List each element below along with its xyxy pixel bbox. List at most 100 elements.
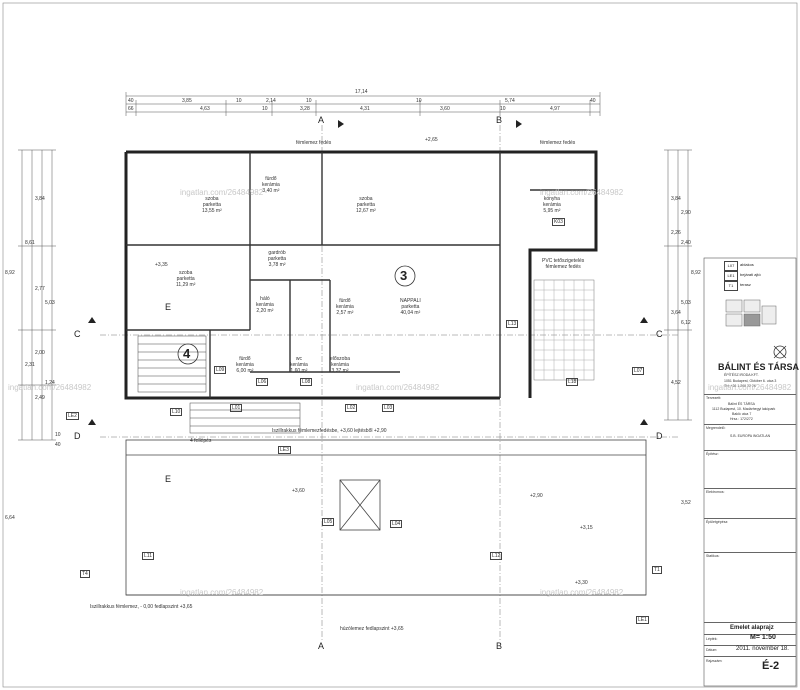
top-dimension-lines	[125, 92, 601, 116]
level-e: +2,65	[425, 137, 438, 143]
left-dim-8: 1,24	[45, 380, 55, 386]
scale-value: M= 1:50	[750, 634, 776, 641]
tag-l02: L02	[345, 404, 358, 412]
electrical-heading: Elektromos:	[706, 490, 725, 494]
top-dim-13: 4,31	[360, 106, 370, 112]
right-dim-9: 8,92	[691, 270, 701, 276]
project-address: 1112 Budapest, 10. Madárhegyi lakópark	[712, 407, 776, 411]
top-dim-5: 10	[306, 98, 312, 104]
axis-label-b-top: B	[496, 115, 503, 125]
right-dim-1: 3,84	[671, 196, 681, 202]
axis-label-e-2: E	[165, 474, 172, 484]
mass-note: húzólemez fedlapszint +3,65	[340, 626, 404, 632]
axis-label-a-bottom: A	[318, 641, 325, 651]
axis-label-b-bottom: B	[496, 641, 503, 651]
entrance-steps	[189, 402, 301, 434]
top-dim-6: 10	[416, 98, 422, 104]
designer-heading: Építész:	[706, 452, 719, 456]
left-dim-3: 3,84	[35, 196, 45, 202]
steps-label: 4 fellépés	[190, 438, 212, 444]
right-dim-6: 4,52	[671, 380, 681, 386]
left-dim-12: 40	[55, 442, 61, 448]
watermark-3: ingatlan.com/26484982	[8, 383, 92, 392]
key-plan	[725, 299, 777, 327]
roof-cover-label-1: fémlemez fedés	[296, 140, 332, 146]
zone-number-4: 4	[183, 346, 191, 361]
firm-address-1: 1051 Budapest, Október 6. utca 3	[724, 379, 777, 383]
roof-note-2: Iszillrakkus fémlemez, - 0,00 fedlapszin…	[90, 604, 193, 610]
top-dim-9: 66	[128, 106, 134, 112]
right-dim-3: 5,03	[681, 300, 691, 306]
firm-name: BÁLINT ÉS TÁRSA	[718, 362, 799, 372]
legend-text-le1: bejárati ajtó	[740, 272, 761, 277]
top-dim-10: 4,63	[200, 106, 210, 112]
right-dimension-lines	[664, 149, 692, 421]
top-dim-16: 4,97	[550, 106, 560, 112]
level-f: +3,15	[580, 525, 593, 531]
right-dim-2: 2,90	[681, 210, 691, 216]
owner-heading: Megrendelő:	[706, 426, 726, 430]
tag-l10: L10	[170, 408, 183, 416]
watermark-6: ingatlan.com/26484982	[180, 588, 264, 597]
tag-t1: T1	[652, 566, 662, 574]
scale-label: Lépték:	[706, 637, 718, 641]
tag-le3: LE3	[278, 446, 291, 454]
tb-divider-5	[704, 518, 796, 519]
top-dim-3: 10	[236, 98, 242, 104]
right-dim-8: 2,40	[681, 240, 691, 246]
tag-l01: L01	[230, 404, 243, 412]
exterior-walls	[124, 150, 598, 400]
top-dim-7: 5,74	[505, 98, 515, 104]
left-dim-11: 10	[55, 432, 61, 438]
tag-l09: L09	[214, 366, 227, 374]
top-dim-11: 10	[262, 106, 268, 112]
zone-number-3: 3	[400, 268, 408, 283]
tag-t4: T4	[80, 570, 90, 578]
drawing-title: Emelet alaprajz	[730, 625, 774, 631]
project-name: Bálint ÉS TÁRSA	[728, 402, 755, 406]
stair	[137, 335, 207, 393]
legend-text-l07: ablakos	[740, 262, 754, 267]
tag-l04: L04	[390, 520, 403, 528]
axis-label-c-right: C	[656, 329, 663, 339]
tag-l03: L03	[382, 404, 395, 412]
top-dim-15: 10	[500, 106, 506, 112]
legend-code-t1: T1	[724, 281, 738, 291]
left-dim-7: 2,00	[35, 350, 45, 356]
level-a: +3,60	[292, 488, 305, 494]
top-dim-12: 3,28	[300, 106, 310, 112]
date-label: Dátum:	[706, 648, 718, 652]
level-d: +3,30	[575, 580, 588, 586]
right-dim-10: 3,52	[681, 500, 691, 506]
tb-divider-10	[704, 656, 796, 657]
axis-label-d-left: D	[74, 431, 81, 441]
zone-circle-4	[177, 343, 199, 365]
date-value: 2011. november 18.	[736, 646, 789, 652]
interior-walls	[126, 152, 596, 398]
tb-divider-9	[704, 645, 796, 646]
structural-heading: Statikus:	[706, 554, 720, 558]
tb-divider-8	[704, 634, 796, 635]
tb-divider-3	[704, 450, 796, 451]
tag-l13: L13	[506, 320, 519, 328]
top-dim-1: 40	[128, 98, 134, 104]
project-hrsz: Hrsz.: 172/272	[730, 417, 753, 421]
tb-divider-6	[704, 552, 796, 553]
tb-divider-1	[704, 394, 796, 395]
left-dim-9: 2,49	[35, 395, 45, 401]
left-dim-5: 5,03	[45, 300, 55, 306]
title-block-frame	[703, 257, 797, 687]
overall-width-dim: 17,14	[355, 89, 368, 95]
firm-subtitle: ÉPÍTÉSZ IRODA KFT.	[724, 373, 759, 377]
lower-roof	[125, 439, 647, 596]
project-address-2: Bakló utca 7	[732, 412, 752, 416]
